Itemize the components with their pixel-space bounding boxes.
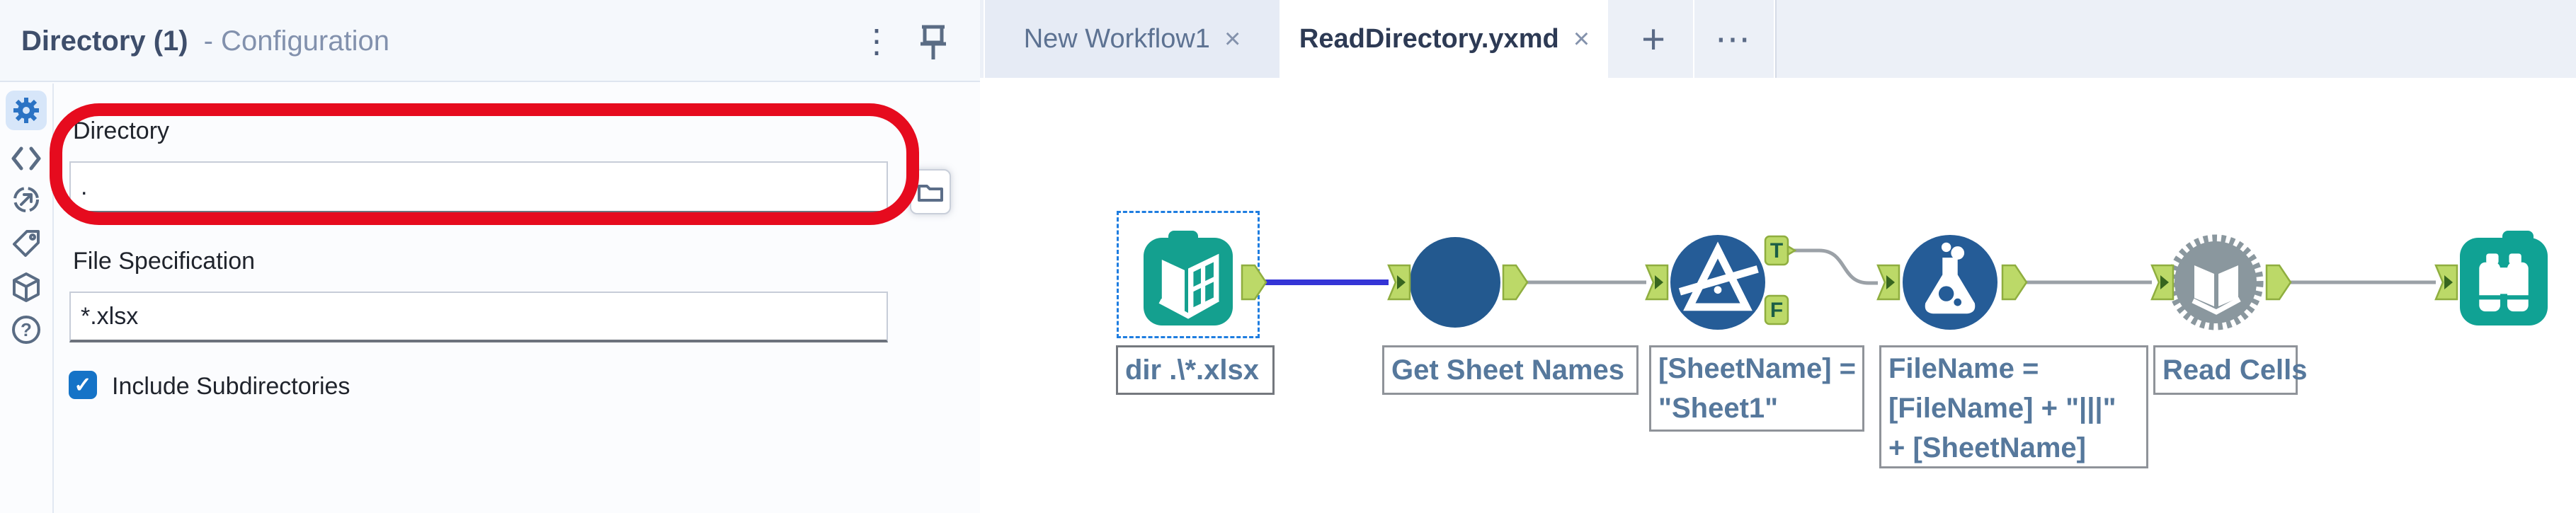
close-tab-icon[interactable]: ×: [1224, 23, 1241, 54]
rail-open-run-icon[interactable]: [6, 180, 47, 219]
annotation-text: Get Sheet Names: [1391, 355, 1625, 386]
annotation-line: [FileName] + "|||": [1888, 393, 2116, 424]
annotation-line: "Sheet1": [1658, 393, 1779, 424]
new-tab-button[interactable]: +: [1614, 0, 1694, 78]
annotation-read-cells[interactable]: Read Cells: [2153, 345, 2308, 395]
configuration-panel: Directory (1) - Configuration ⋮: [0, 0, 980, 513]
tool-name-title: Directory (1): [21, 25, 188, 57]
filter-node[interactable]: [1670, 235, 1765, 330]
formula-node[interactable]: [1903, 235, 1997, 330]
configuration-title-suffix: - Configuration: [203, 25, 389, 57]
workflow-tabbar: New Workflow1 × ReadDirectory.yxmd × + ⋯: [980, 0, 2576, 78]
filter-false-anchor[interactable]: F: [1769, 299, 1784, 322]
tab-label: New Workflow1: [1023, 23, 1210, 54]
rail-code-icon[interactable]: [6, 139, 47, 178]
configuration-rail: ?: [0, 83, 54, 513]
browse-folder-button[interactable]: [910, 169, 951, 214]
annotation-formula[interactable]: FileName = [FileName] + "|||" + [SheetNa…: [1879, 345, 2148, 468]
file-spec-input[interactable]: [69, 292, 888, 342]
annotation-line: FileName =: [1888, 353, 2039, 384]
annotation-get-sheet-names[interactable]: Get Sheet Names: [1382, 345, 1639, 395]
annotation-filter[interactable]: [SheetName] = "Sheet1": [1649, 345, 1864, 432]
check-icon: ✓: [74, 373, 92, 397]
panel-menu-kebab-icon[interactable]: ⋮: [860, 23, 893, 59]
tab-new-workflow1[interactable]: New Workflow1 ×: [984, 0, 1281, 78]
annotation-line: + [SheetName]: [1888, 432, 2086, 463]
rail-tag-icon[interactable]: [6, 224, 47, 263]
tabbar-divider: [1775, 0, 1777, 78]
annotation-text: dir .\*.xlsx: [1125, 355, 1259, 386]
tab-readdirectory-yxmd[interactable]: ReadDirectory.yxmd ×: [1281, 0, 1608, 78]
rail-settings-icon[interactable]: [6, 91, 47, 130]
file-spec-field-label: File Specification: [73, 248, 256, 275]
annotation-directory[interactable]: dir .\*.xlsx: [1116, 345, 1275, 395]
configuration-title: Directory (1) - Configuration: [21, 25, 389, 57]
filter-true-anchor[interactable]: T: [1769, 239, 1784, 263]
annotation-text: Read Cells: [2162, 355, 2308, 386]
directory-tool-node[interactable]: [1144, 238, 1233, 325]
rail-help-icon[interactable]: ?: [6, 310, 47, 350]
include-subdirectories-label: Include Subdirectories: [112, 373, 351, 400]
include-subdirectories-checkbox[interactable]: ✓: [69, 371, 97, 399]
rail-package-icon[interactable]: [6, 267, 47, 307]
get-sheet-names-node[interactable]: [1410, 237, 1500, 328]
browse-node[interactable]: [2460, 238, 2548, 325]
tab-label: ReadDirectory.yxmd: [1299, 23, 1559, 54]
more-tabs-button[interactable]: ⋯: [1694, 0, 1775, 78]
directory-input[interactable]: [69, 161, 888, 214]
configuration-header: Directory (1) - Configuration ⋮: [0, 0, 980, 82]
folder-icon: [918, 185, 943, 202]
close-tab-icon[interactable]: ×: [1573, 23, 1590, 54]
read-cells-node[interactable]: [2166, 233, 2265, 332]
directory-field-label: Directory: [73, 117, 170, 144]
question-icon: ?: [12, 316, 40, 344]
workflow-canvas[interactable]: New Workflow1 × ReadDirectory.yxmd × + ⋯: [980, 0, 2576, 513]
pin-panel-icon[interactable]: [913, 21, 953, 64]
annotation-line: [SheetName] =: [1658, 353, 1856, 384]
